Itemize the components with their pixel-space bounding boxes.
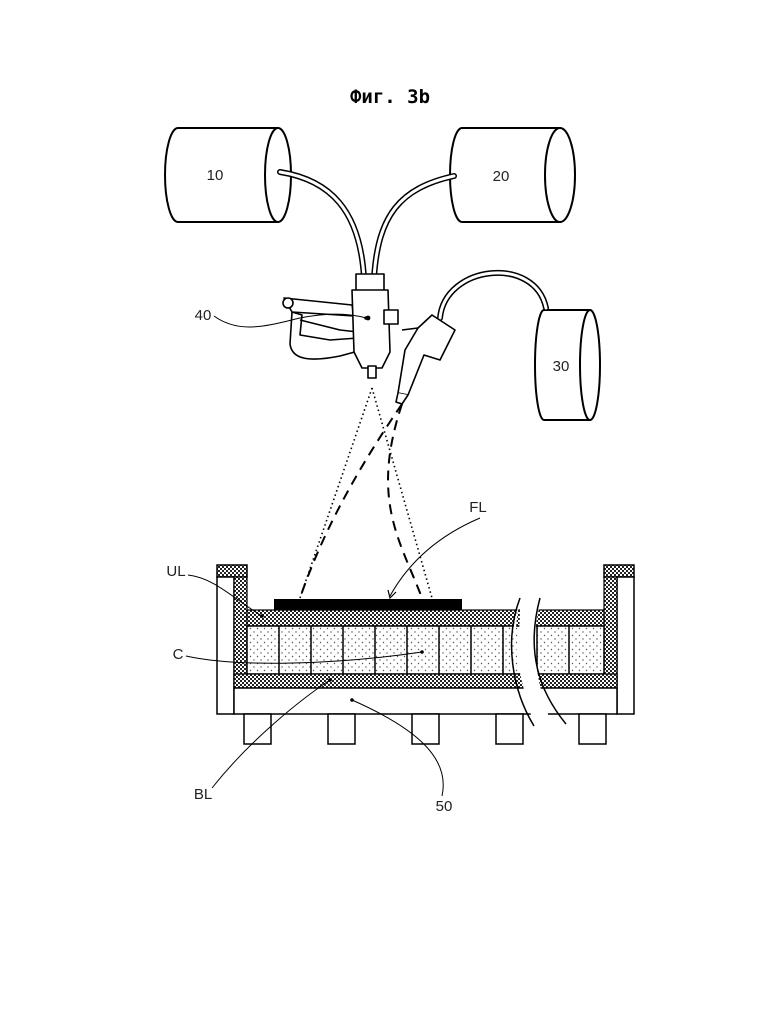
fl-arrow-head	[388, 590, 396, 598]
label-tank-10: 10	[207, 167, 224, 184]
spray-pattern	[300, 388, 432, 598]
label-ul: UL	[166, 563, 185, 580]
label-50: 50	[436, 798, 453, 815]
nozzle-30	[396, 315, 455, 404]
tank-20	[450, 128, 575, 222]
label-tank-30: 30	[553, 358, 570, 375]
tray	[217, 565, 634, 744]
label-tank-20: 20	[493, 168, 510, 185]
label-gun-40: 40	[195, 307, 212, 324]
label-c: C	[173, 646, 184, 663]
label-bl: BL	[194, 786, 212, 803]
label-fl: FL	[469, 499, 487, 516]
tank-10	[165, 128, 291, 222]
spray-gun-40	[283, 274, 398, 378]
